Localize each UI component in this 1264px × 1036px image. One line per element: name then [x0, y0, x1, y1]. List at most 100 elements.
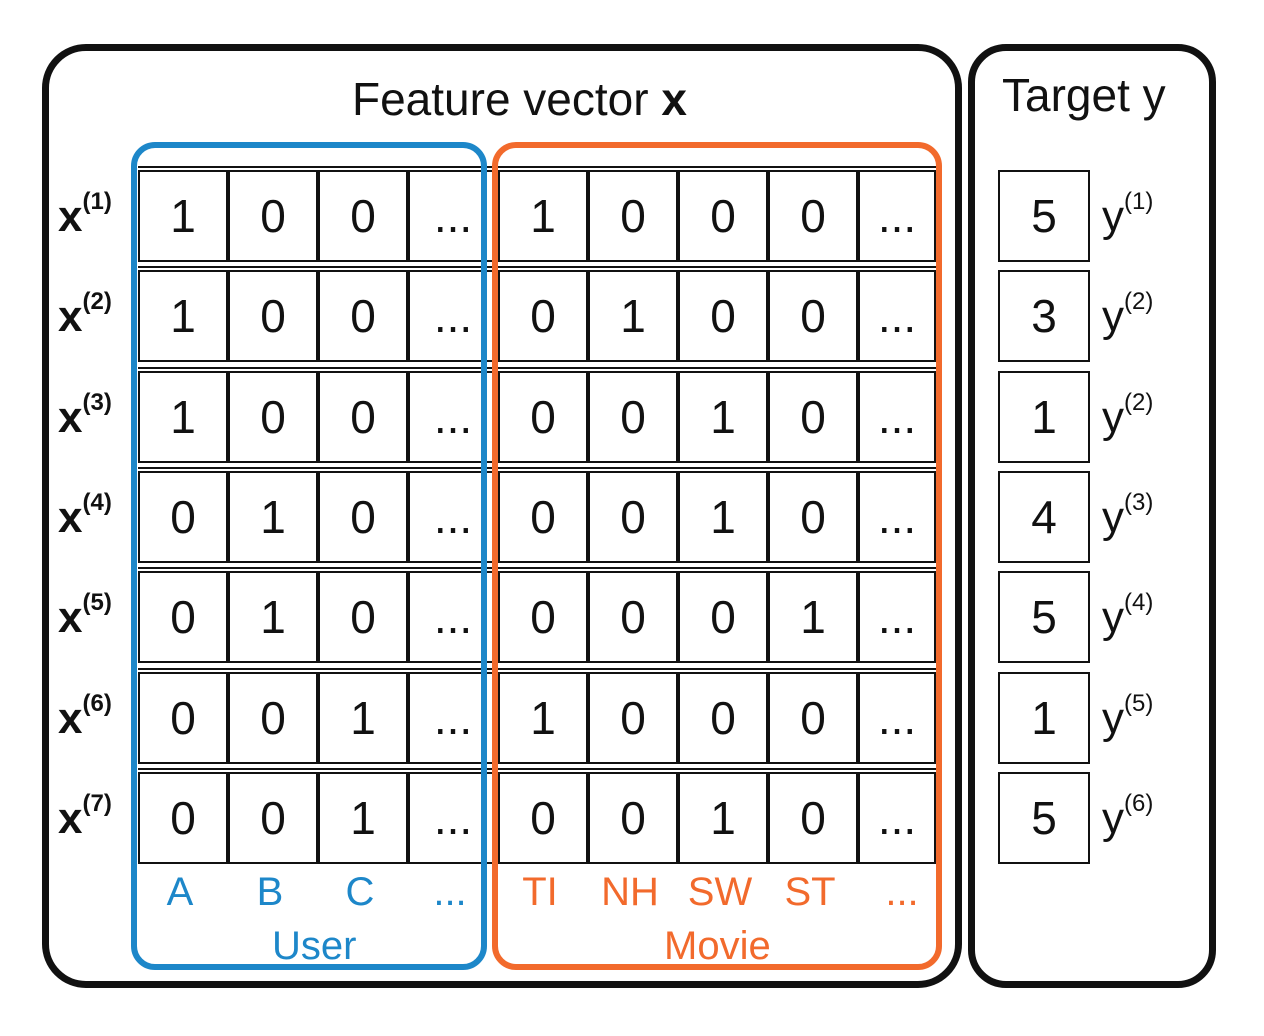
- target-label: y(3): [1102, 489, 1153, 543]
- movie-cell: ...: [858, 772, 936, 864]
- row-label-base: x: [58, 593, 83, 642]
- target-label-superscript: (5): [1124, 690, 1154, 717]
- row-label-superscript: (3): [82, 389, 112, 416]
- user-cell: 0: [318, 471, 408, 563]
- movie-group-label: Movie: [664, 924, 771, 968]
- row-separator: [138, 367, 936, 369]
- movie-cell: 0: [588, 170, 678, 262]
- user-cell: 0: [318, 571, 408, 663]
- target-label-base: y: [1102, 292, 1124, 341]
- user-cell: 1: [318, 772, 408, 864]
- target-label-base: y: [1102, 192, 1124, 241]
- row-label-superscript: (4): [82, 489, 112, 516]
- row-label-base: x: [58, 292, 83, 341]
- user-group-box: [131, 142, 487, 970]
- row-label-base: x: [58, 192, 83, 241]
- row-separator: [138, 668, 936, 670]
- movie-cell: 0: [768, 471, 858, 563]
- movie-cell: 0: [678, 170, 768, 262]
- user-cell: 0: [228, 170, 318, 262]
- target-label: y(2): [1102, 389, 1153, 443]
- row-label-base: x: [58, 694, 83, 743]
- target-label: y(2): [1102, 288, 1153, 342]
- target-label-superscript: (4): [1124, 589, 1154, 616]
- target-cell: 4: [998, 471, 1090, 563]
- target-label: y(5): [1102, 690, 1153, 744]
- movie-cell: 0: [768, 772, 858, 864]
- row-separator: [138, 166, 936, 168]
- target-cell: 1: [998, 672, 1090, 764]
- row-label-superscript: (6): [82, 690, 112, 717]
- movie-cell: ...: [858, 471, 936, 563]
- movie-cell: 0: [498, 471, 588, 563]
- target-cell: 5: [998, 571, 1090, 663]
- movie-cell: 0: [768, 672, 858, 764]
- user-cell: 0: [228, 371, 318, 463]
- user-cell: ...: [408, 672, 498, 764]
- row-label: x(6): [58, 690, 112, 744]
- row-separator: [138, 467, 936, 469]
- user-cell: 1: [228, 571, 318, 663]
- target-label: y(1): [1102, 188, 1153, 242]
- row-label: x(4): [58, 489, 112, 543]
- movie-cell: 0: [588, 571, 678, 663]
- target-label-base: y: [1102, 493, 1124, 542]
- row-label-superscript: (1): [82, 188, 112, 215]
- movie-cell: 1: [678, 772, 768, 864]
- target-panel: [968, 44, 1216, 988]
- movie-cell: 1: [678, 371, 768, 463]
- movie-cell: ...: [858, 571, 936, 663]
- movie-column-header: SW: [687, 870, 753, 914]
- target-label-base: y: [1102, 593, 1124, 642]
- user-cell: 0: [318, 170, 408, 262]
- row-label: x(2): [58, 288, 112, 342]
- user-cell: 0: [228, 772, 318, 864]
- target-label-base: y: [1102, 794, 1124, 843]
- movie-cell: 1: [678, 471, 768, 563]
- user-cell: 1: [318, 672, 408, 764]
- movie-cell: 1: [768, 571, 858, 663]
- user-cell: 0: [138, 471, 228, 563]
- user-cell: 0: [228, 270, 318, 362]
- movie-column-header: TI: [522, 870, 558, 914]
- user-cell: ...: [408, 170, 498, 262]
- user-column-header: C: [345, 870, 375, 914]
- feature-title-text: Feature vector: [352, 73, 649, 125]
- row-label-superscript: (5): [82, 589, 112, 616]
- target-label-superscript: (6): [1124, 790, 1154, 817]
- feature-title-bold-x: x: [661, 73, 687, 125]
- user-column-header: B: [256, 870, 284, 914]
- user-cell: ...: [408, 270, 498, 362]
- row-separator: [138, 266, 936, 268]
- movie-group-box: [492, 142, 942, 970]
- movie-cell: 0: [498, 371, 588, 463]
- user-column-header: A: [166, 870, 194, 914]
- row-label-superscript: (7): [82, 790, 112, 817]
- movie-cell: 0: [588, 371, 678, 463]
- movie-cell: 1: [498, 170, 588, 262]
- user-cell: 0: [138, 571, 228, 663]
- movie-column-header: ...: [885, 870, 919, 914]
- target-label-superscript: (3): [1124, 489, 1154, 516]
- row-label-base: x: [58, 493, 83, 542]
- movie-cell: 0: [768, 270, 858, 362]
- movie-cell: 0: [498, 270, 588, 362]
- movie-column-header: NH: [601, 870, 659, 914]
- movie-column-header: ST: [784, 870, 836, 914]
- user-cell: 0: [318, 270, 408, 362]
- target-label-superscript: (2): [1124, 288, 1154, 315]
- target-title: Target y: [1002, 69, 1166, 121]
- movie-cell: ...: [858, 170, 936, 262]
- movie-cell: 0: [678, 571, 768, 663]
- row-label: x(7): [58, 790, 112, 844]
- target-cell: 5: [998, 170, 1090, 262]
- movie-cell: 0: [678, 672, 768, 764]
- movie-cell: 0: [588, 471, 678, 563]
- row-separator: [138, 768, 936, 770]
- target-cell: 5: [998, 772, 1090, 864]
- user-cell: 1: [138, 371, 228, 463]
- target-label: y(6): [1102, 790, 1153, 844]
- user-cell: 0: [318, 371, 408, 463]
- movie-cell: 0: [498, 772, 588, 864]
- row-label: x(3): [58, 389, 112, 443]
